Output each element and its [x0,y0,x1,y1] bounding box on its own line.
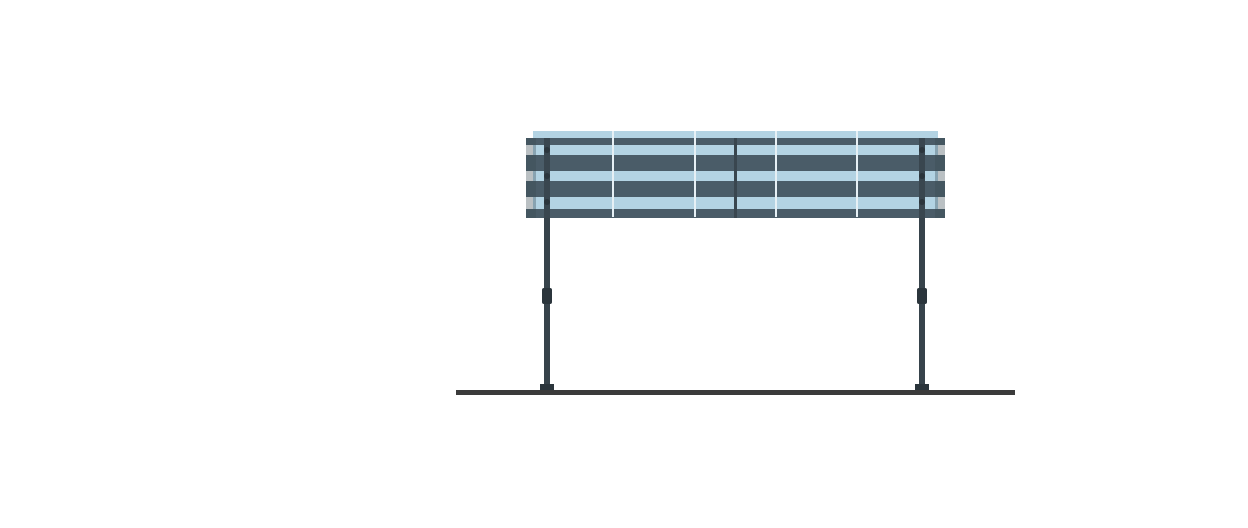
left-bracket-bolt-1 [544,147,550,153]
left-bracket-bolt-2 [544,173,550,179]
right-post-base [915,384,929,390]
right-bracket-bolt-1 [919,147,925,153]
center-mullion [734,138,737,218]
column-divider-1 [612,131,614,217]
column-divider-2 [694,131,696,217]
ground-line [456,390,1015,395]
right-post [915,212,929,390]
column-divider-3 [775,131,777,217]
right-post-joint [917,288,927,304]
rail-cap-left [526,138,536,218]
rail-cap-right [935,138,945,218]
left-post [540,212,554,390]
left-bracket-bolt-3 [544,199,550,205]
right-bracket-bolt-2 [919,173,925,179]
canopy-panel [526,131,945,218]
left-post-joint [542,288,552,304]
column-divider-4 [856,131,858,217]
left-post-base [540,384,554,390]
right-bracket-bolt-3 [919,199,925,205]
